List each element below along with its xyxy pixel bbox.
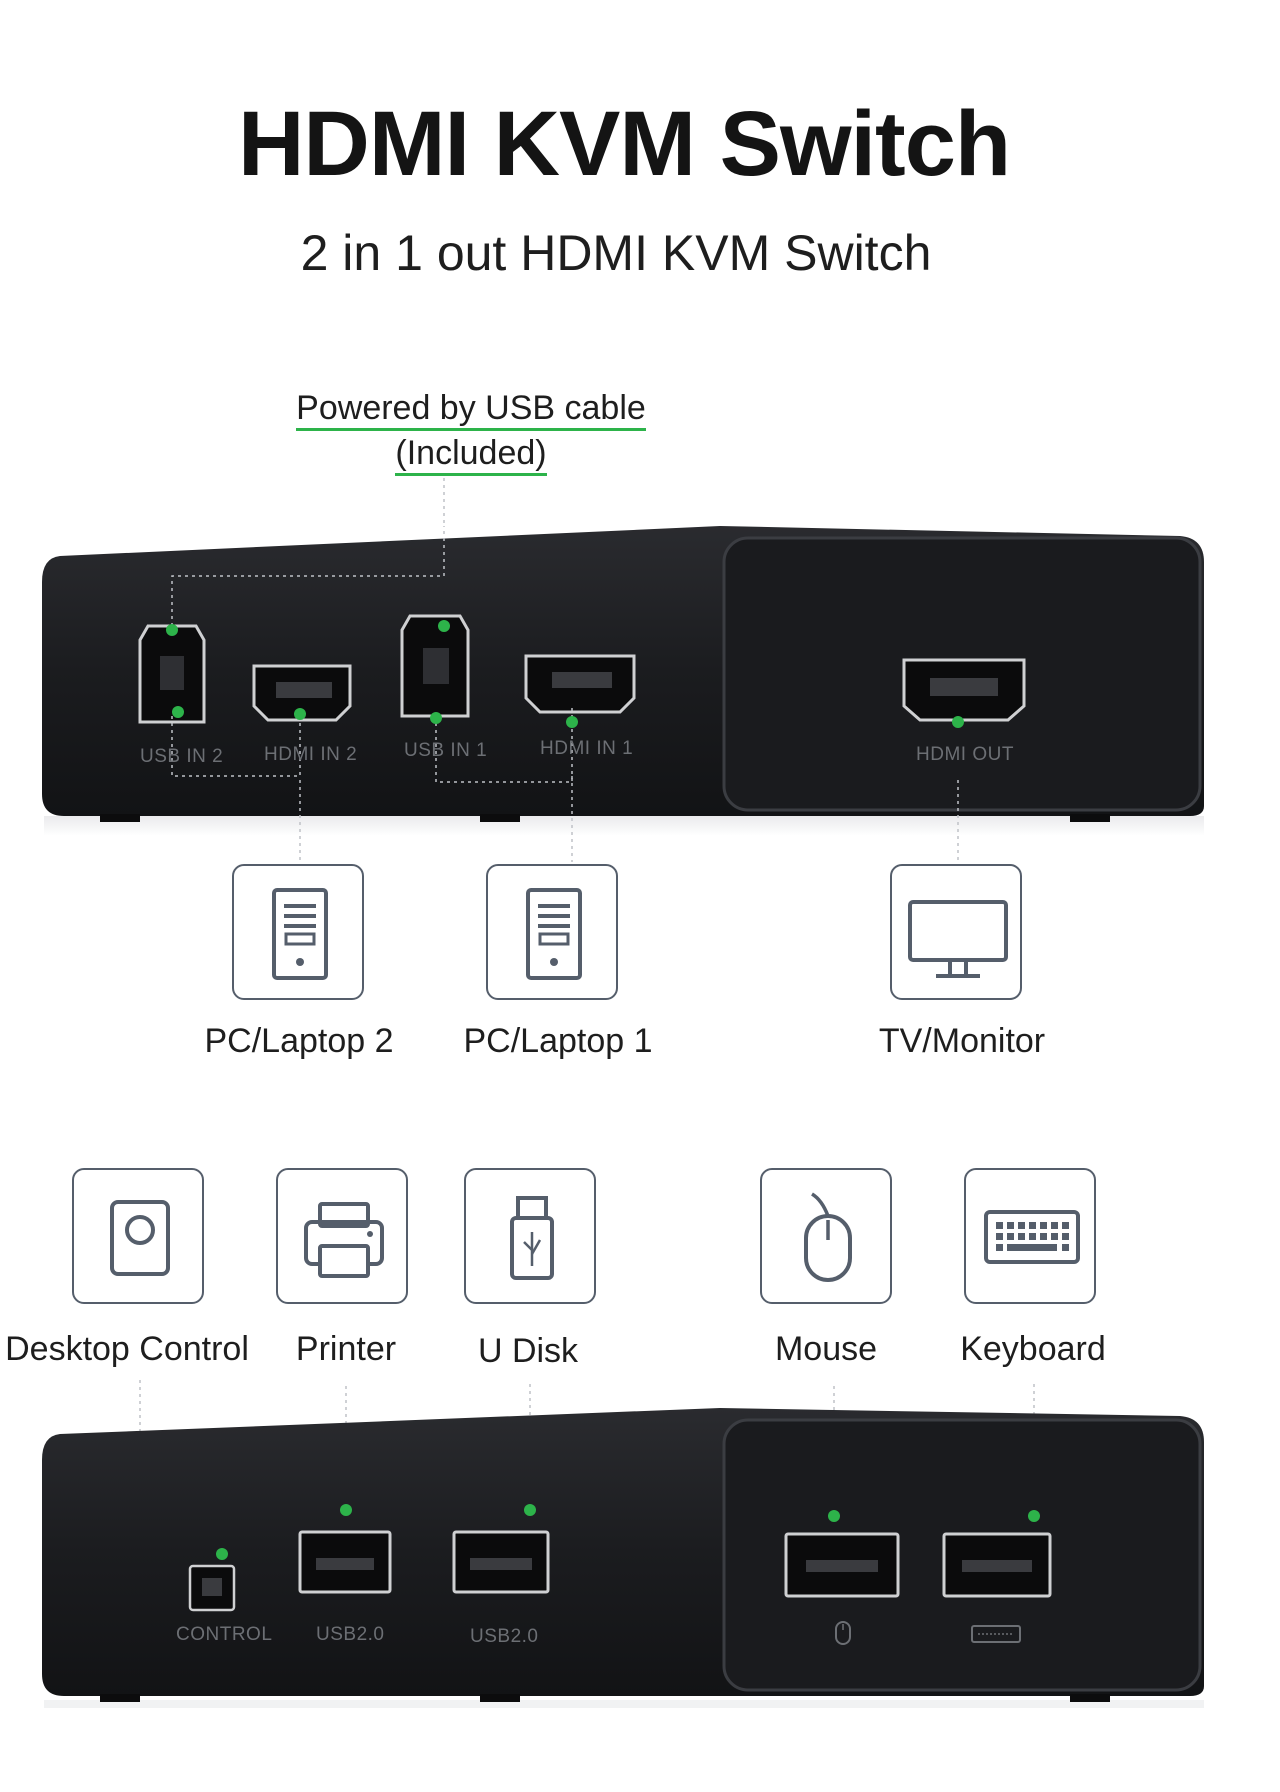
keyboard-tile xyxy=(964,1168,1096,1304)
kvm-switch-bottom-graphic: CONTROL USB2.0 USB2.0 xyxy=(42,1408,1204,1708)
connection-markers xyxy=(216,1504,1040,1560)
usb-disk-icon xyxy=(510,1196,554,1280)
kvm-switch-bottom-view: CONTROL USB2.0 USB2.0 xyxy=(0,1408,1280,1708)
power-note: Powered by USB cable (Included) xyxy=(292,386,650,476)
usb-port-keyboard xyxy=(942,1532,1052,1598)
printer-icon xyxy=(304,1202,384,1278)
pc-laptop-1-label: PC/Laptop 1 xyxy=(463,1022,653,1060)
pc-tower-icon xyxy=(526,888,582,980)
keyboard-icon xyxy=(984,1210,1080,1264)
tv-monitor-tile xyxy=(890,864,1022,1000)
u-disk-tile xyxy=(464,1168,596,1304)
hdmi-in-1-port xyxy=(524,654,636,714)
port-label-usb-in-2: USB IN 2 xyxy=(140,746,223,767)
page-subtitle: 2 in 1 out HDMI KVM Switch xyxy=(300,225,932,281)
desktop-control-tile xyxy=(72,1168,204,1304)
port-label-usb2-2: USB2.0 xyxy=(470,1626,538,1647)
keyboard-port-symbol xyxy=(971,1625,1021,1643)
page-title: HDMI KVM Switch xyxy=(237,93,1011,195)
pc-laptop-2-tile xyxy=(232,864,364,1000)
control-port xyxy=(188,1564,236,1612)
mouse-tile xyxy=(760,1168,892,1304)
usb-in-1-port xyxy=(400,614,470,718)
u-disk-label: U Disk xyxy=(477,1332,579,1370)
keyboard-label: Keyboard xyxy=(960,1330,1106,1368)
printer-tile xyxy=(276,1168,408,1304)
hdmi-in-2-port xyxy=(252,664,352,722)
usb-in-2-port xyxy=(138,624,206,724)
port-label-hdmi-in-2: HDMI IN 2 xyxy=(264,744,357,765)
pc-tower-icon xyxy=(272,888,328,980)
usb-port-mouse xyxy=(784,1532,900,1598)
connection-markers xyxy=(166,620,964,728)
connector-lines xyxy=(171,526,573,783)
monitor-icon xyxy=(908,900,1008,978)
port-label-control: CONTROL xyxy=(176,1624,272,1645)
usb2-port-udisk xyxy=(452,1530,550,1594)
mouse-port-symbol xyxy=(835,1621,851,1645)
mouse-label: Mouse xyxy=(774,1330,878,1368)
desktop-control-icon xyxy=(110,1200,170,1276)
kvm-switch-top-graphic: USB IN 2 HDMI IN 2 USB IN 1 HDMI IN 1 HD… xyxy=(42,526,1204,836)
port-label-usb-in-1: USB IN 1 xyxy=(404,740,487,761)
port-label-hdmi-out: HDMI OUT xyxy=(916,744,1014,765)
usb2-port-printer xyxy=(298,1530,392,1594)
tv-monitor-label: TV/Monitor xyxy=(878,1022,1046,1060)
power-note-line2: (Included) xyxy=(395,433,547,476)
port-label-usb2-1: USB2.0 xyxy=(316,1624,384,1645)
power-note-line1: Powered by USB cable xyxy=(296,388,646,431)
printer-label: Printer xyxy=(295,1330,397,1368)
pc-laptop-1-tile xyxy=(486,864,618,1000)
desktop-control-label: Desktop Control xyxy=(5,1330,249,1368)
mouse-icon xyxy=(804,1192,852,1282)
port-label-hdmi-in-1: HDMI IN 1 xyxy=(540,738,633,759)
device-reflection xyxy=(44,816,1204,836)
kvm-switch-top-view: USB IN 2 HDMI IN 2 USB IN 1 HDMI IN 1 HD… xyxy=(0,516,1280,836)
pc-laptop-2-label: PC/Laptop 2 xyxy=(204,1022,394,1060)
hdmi-out-port xyxy=(902,658,1026,722)
